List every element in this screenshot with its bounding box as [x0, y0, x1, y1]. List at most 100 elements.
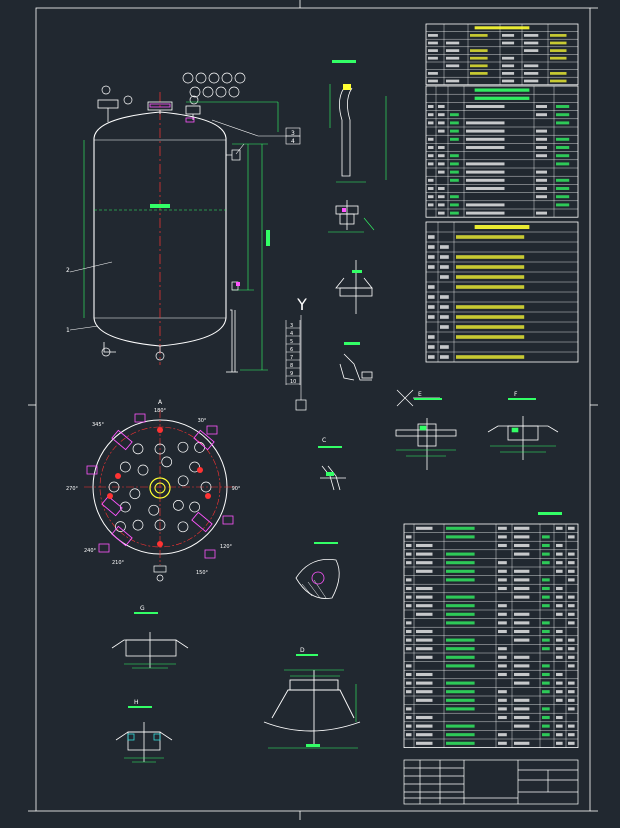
parts-list-table[interactable] — [403, 523, 579, 749]
table-cell-text — [514, 672, 530, 677]
detail-profile — [339, 87, 353, 177]
detail-view-d[interactable] — [295, 542, 340, 599]
table-cell-text — [536, 187, 547, 190]
shell-accent — [236, 282, 240, 286]
table-cell-text — [466, 178, 505, 182]
plan-lug — [86, 465, 98, 475]
table-cell-text — [428, 34, 438, 37]
technical-requirements-table[interactable] — [425, 221, 579, 363]
table-cell-text — [568, 569, 575, 573]
table-cell-text — [502, 34, 515, 37]
table-cell-text — [568, 526, 575, 530]
table-header-text — [474, 96, 530, 100]
detail-view-f[interactable]: F — [487, 391, 559, 460]
flange-accent — [342, 208, 346, 212]
table-cell-text — [450, 113, 459, 117]
table-cell-text — [514, 664, 530, 668]
detail-view-h[interactable]: H — [115, 699, 173, 763]
dimension-text-mark — [150, 204, 170, 208]
detail-view-top-right[interactable] — [328, 60, 387, 381]
table-cell-text — [438, 146, 445, 149]
table-cell-text — [524, 41, 539, 45]
nozzle-callout-circle — [234, 72, 246, 84]
table-cell-text — [428, 187, 434, 190]
table-cell-text — [556, 526, 563, 530]
table-cell-text — [466, 146, 505, 149]
detail-view-g[interactable]: G — [111, 605, 189, 669]
table-cell-text — [446, 741, 475, 745]
plan-nozzle-circle — [161, 456, 173, 468]
plan-nozzle-circle — [154, 519, 166, 531]
table-cell-text — [498, 664, 507, 668]
detail-title: E — [418, 391, 422, 398]
table-cell-text — [428, 245, 435, 249]
table-cell-text — [568, 612, 575, 616]
table-cell-text — [498, 715, 507, 720]
title-block[interactable] — [403, 759, 579, 805]
table-cell-text — [556, 203, 570, 207]
tick-label: 7 — [290, 355, 293, 361]
table-cell-text — [416, 552, 433, 556]
table-cell-text — [446, 41, 460, 45]
table-cell-text — [556, 113, 570, 117]
table-cell-text — [556, 741, 563, 745]
table-cell-text — [498, 604, 507, 608]
detail-view-saddle[interactable]: D — [263, 647, 361, 749]
table-cell-text — [440, 345, 449, 349]
table-cell-text — [456, 285, 525, 289]
table-cell-text — [498, 733, 507, 737]
table-cell-text — [568, 698, 575, 702]
table-cell-text — [446, 724, 475, 728]
table-cell-text — [556, 543, 563, 548]
detail-title-underline — [508, 398, 536, 400]
table-cell-text — [536, 146, 547, 149]
table-cell-text — [514, 535, 530, 539]
table-cell-text — [568, 655, 575, 659]
table-cell-text — [556, 569, 563, 573]
table-cell-text — [446, 604, 475, 608]
table-cell-text — [450, 154, 459, 158]
table-cell-text — [542, 543, 550, 548]
table-cell-text — [416, 647, 433, 651]
table-cell-text — [406, 621, 412, 625]
nozzle-callout-circle — [228, 86, 240, 98]
top-nozzles — [97, 99, 201, 122]
table-cell-text — [556, 195, 570, 199]
table-cell-text — [498, 543, 507, 548]
part-label-boxes — [285, 127, 301, 145]
table-cell-text — [456, 335, 525, 339]
detail-view-c[interactable]: C — [318, 437, 346, 491]
table-cell-text — [450, 170, 459, 174]
plan-view-title: A — [158, 399, 163, 406]
saddle-dims — [268, 669, 358, 749]
plan-nozzle-body — [111, 429, 133, 451]
table-cell-text — [416, 561, 433, 565]
ucs-icon: Y — [295, 295, 307, 411]
table-cell-text — [556, 698, 563, 702]
table-cell-text — [438, 203, 445, 207]
detail-h-shape — [115, 722, 173, 762]
plan-marker — [157, 541, 163, 547]
detail-title-underline — [318, 446, 342, 448]
table-cell-text — [406, 664, 412, 668]
tick-label-column — [285, 320, 301, 385]
table-cell-text — [446, 552, 475, 556]
detail-view-e[interactable]: E — [395, 391, 457, 470]
plan-view[interactable]: 345°30°270°90°240°150°210°180°120° A — [66, 399, 241, 582]
table-cell-text — [416, 612, 433, 616]
plan-nozzle-circle — [137, 464, 149, 476]
table-cell-text — [446, 733, 475, 737]
table-cell-text — [440, 305, 449, 309]
plan-nozzle-circle — [189, 461, 200, 473]
detail-c-accent — [326, 472, 334, 476]
table-cell-text — [406, 715, 412, 720]
table-cell-text — [446, 595, 475, 599]
table-cell-text — [542, 647, 550, 651]
weld-detail-2 — [339, 353, 373, 381]
table-cell-text — [498, 741, 507, 745]
technical-spec-table[interactable] — [425, 23, 579, 86]
nozzle-table[interactable] — [425, 85, 579, 218]
